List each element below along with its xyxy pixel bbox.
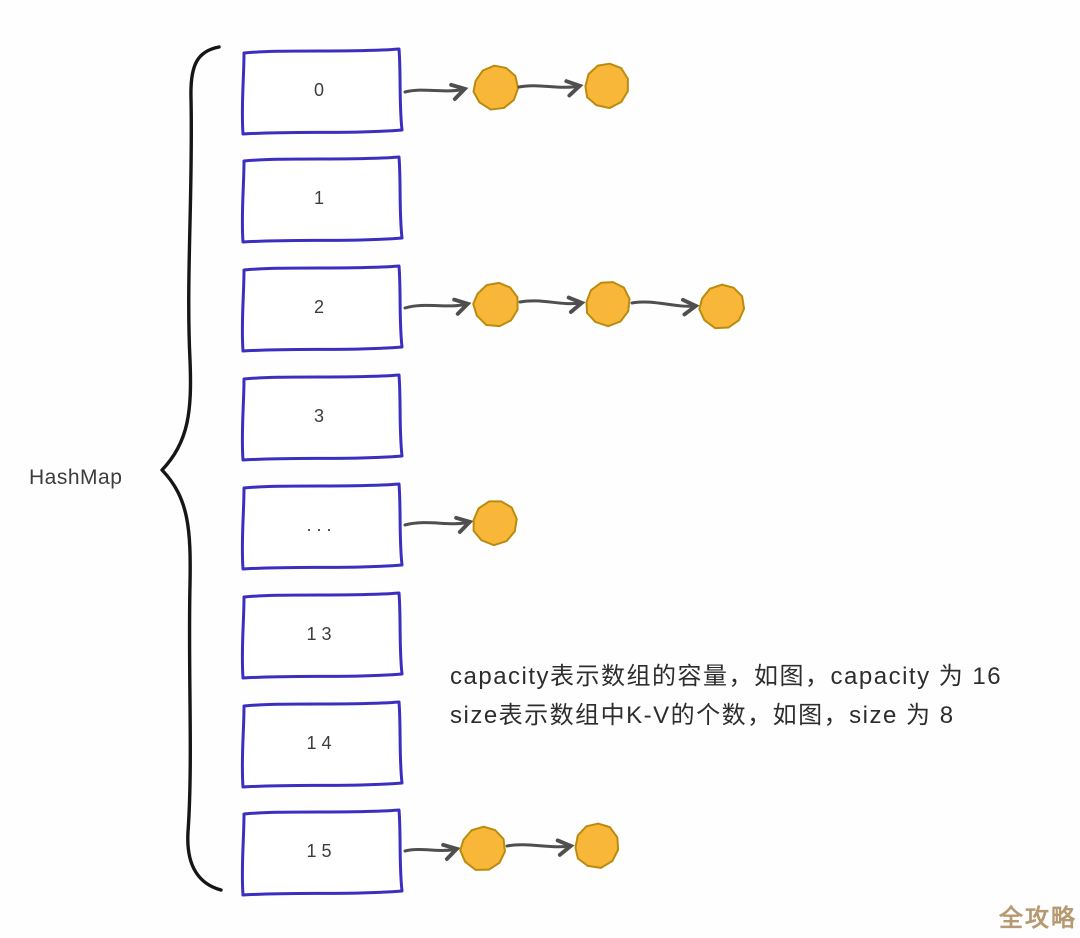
bucket-row-ellipsis: ... (240, 482, 404, 571)
entry-node-blob (695, 280, 749, 334)
hashmap-label: HashMap (29, 466, 122, 489)
bucket-row-3: 3 (240, 373, 404, 462)
arrow (518, 295, 586, 314)
entry-node-blob (582, 278, 634, 330)
entry-node-blob (470, 498, 520, 548)
entry-node-blob (568, 817, 626, 875)
watermark: 全攻略 (998, 904, 1077, 932)
caption-line-1: capacity表示数组的容量，如图，capacity 为 16 (450, 663, 1002, 690)
arrow (403, 82, 469, 101)
bucket-row-13: 13 (240, 591, 404, 680)
arrow (505, 838, 575, 857)
bucket-index-label: 0 (314, 80, 329, 100)
bucket-row-0: 0 (240, 47, 404, 136)
bucket-index-label: 14 (306, 733, 336, 753)
hashmap-brace (160, 45, 223, 892)
arrow (630, 297, 700, 317)
entry-node-blob (467, 276, 525, 334)
chain-bucket-ellipsis (403, 498, 520, 548)
bucket-row-1: 1 (240, 155, 404, 244)
chain-bucket-0 (403, 58, 635, 114)
bucket-index-label: ... (306, 515, 336, 535)
bucket-index-label: 2 (314, 297, 329, 317)
bucket-index-label: 13 (306, 624, 336, 644)
chain-bucket-15 (403, 817, 626, 877)
arrow (403, 842, 461, 861)
bucket-index-label: 15 (306, 841, 336, 861)
bucket-row-14: 14 (240, 700, 404, 789)
bucket-row-2: 2 (240, 264, 404, 353)
entry-node-blob (455, 821, 511, 877)
entry-node-blob (470, 62, 522, 114)
bucket-row-15: 15 (240, 808, 404, 897)
bucket-index-label: 1 (314, 188, 329, 208)
caption-line-2: size表示数组中K-V的个数，如图，size 为 8 (450, 702, 955, 729)
entry-node-blob (579, 58, 635, 114)
arrow (403, 297, 472, 316)
arrow (403, 515, 474, 534)
arrow (517, 79, 584, 98)
bucket-index-label: 3 (314, 406, 329, 426)
chain-bucket-2 (403, 276, 749, 334)
